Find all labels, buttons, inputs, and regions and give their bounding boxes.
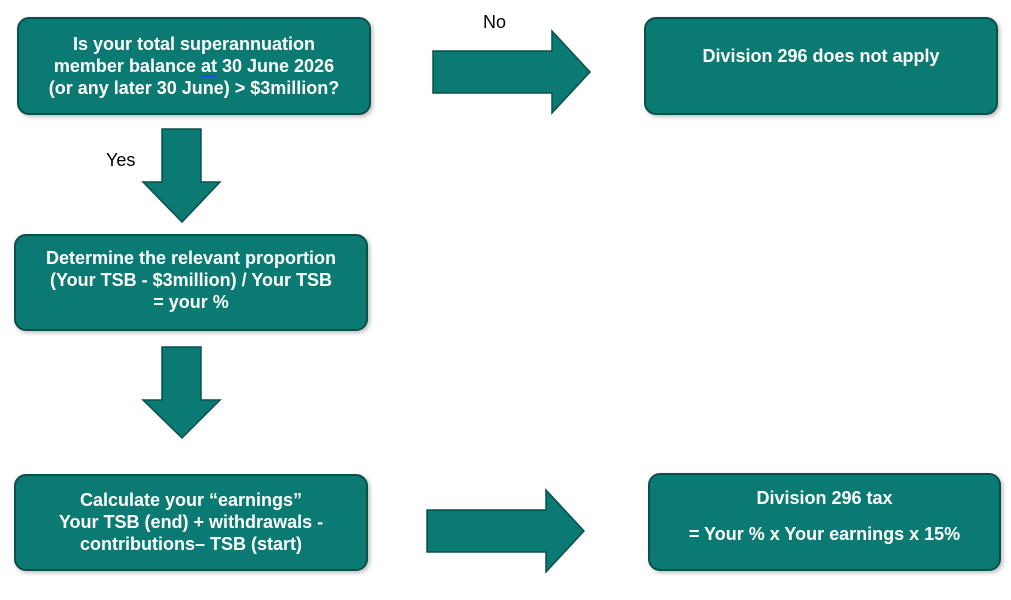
- label-yes: Yes: [106, 150, 136, 170]
- proportion-box: Determine the relevant proportion (Your …: [14, 234, 368, 331]
- tax-line-1: Division 296 tax: [756, 488, 893, 508]
- not-apply-text: Division 296 does not apply: [702, 46, 940, 66]
- tax-line-2: = Your % x Your earnings x 15%: [688, 524, 961, 544]
- not-apply-box: Division 296 does not apply: [644, 17, 998, 115]
- arrow-down-2: [141, 346, 222, 440]
- proportion-line-2: (Your TSB - $3million) / Your TSB: [49, 270, 332, 290]
- question-line-2: member balance at 30 June 2026: [53, 56, 335, 76]
- proportion-line-3: = your %: [153, 292, 229, 312]
- tax-box: Division 296 tax = Your % x Your earning…: [648, 473, 1001, 571]
- earnings-line-3: contributions– TSB (start): [79, 534, 302, 554]
- question-box: Is your total superannuation member bala…: [17, 17, 371, 115]
- earnings-line-1: Calculate your “earnings”: [79, 490, 303, 510]
- arrow-right-no: [432, 29, 592, 115]
- earnings-box: Calculate your “earnings” Your TSB (end)…: [14, 474, 368, 571]
- arrow-down-yes: [141, 128, 222, 224]
- question-line-1: Is your total superannuation: [72, 34, 316, 54]
- label-no: No: [483, 12, 507, 32]
- earnings-line-2: Your TSB (end) + withdrawals -: [58, 512, 324, 532]
- arrow-right-3: [426, 488, 586, 574]
- proportion-line-1: Determine the relevant proportion: [45, 248, 337, 268]
- underlined-at: at: [200, 56, 217, 76]
- question-line-3: (or any later 30 June) > $3million?: [48, 78, 340, 98]
